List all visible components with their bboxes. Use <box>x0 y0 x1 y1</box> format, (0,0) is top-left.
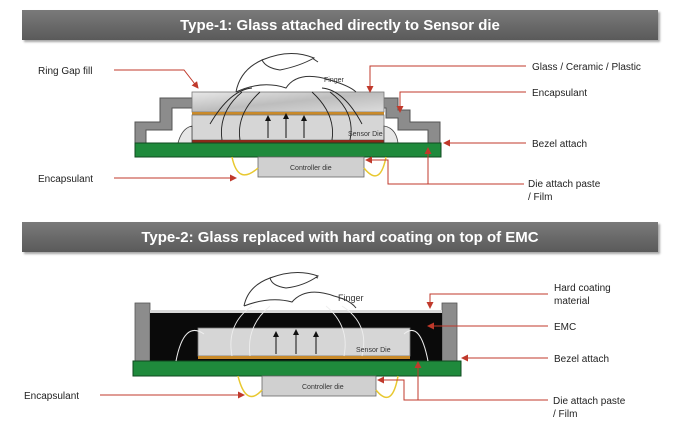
type2-emc-wire-right <box>403 329 429 362</box>
type2-hard-coating <box>150 310 442 313</box>
type1-field-lines <box>209 87 363 141</box>
type2-die-attach <box>198 356 410 359</box>
type2-finger-label: Finger <box>338 293 364 303</box>
type2-emc-wire-left <box>175 329 205 362</box>
type1-encapsulant-right <box>383 125 399 144</box>
type1-glass-label: Glass / Ceramic / Plastic <box>532 62 641 73</box>
type1-bezel-attach-label: Bezel attach <box>532 139 587 150</box>
type1-sensor-die-label: Sensor Die <box>348 131 383 138</box>
type1-die-attach-label-1: Die attach paste <box>528 179 601 190</box>
type2-finger-tip <box>269 272 320 289</box>
type1-diagram: Finger Sensor Die Controller die Ring Ga… <box>38 53 641 203</box>
type2-sensor-die-label: Sensor Die <box>356 347 391 354</box>
type1-title-banner: Type-1: Glass attached directly to Senso… <box>22 10 658 40</box>
type2-hard-coating-label-1: Hard coating <box>554 283 611 294</box>
type1-wire-left <box>231 156 259 176</box>
type1-field-arrows <box>265 113 307 138</box>
type1-glass-arrow <box>366 65 526 93</box>
type1-pcb <box>134 142 442 158</box>
type1-glass <box>191 91 385 113</box>
type1-wire-right <box>363 156 387 177</box>
type1-encapsulant-right-label: Encapsulant <box>532 88 587 99</box>
type1-die-attach-arrow-1 <box>424 147 524 185</box>
type1-sensor-die <box>191 114 385 141</box>
type1-ring-gap-fill-label: Ring Gap fill <box>38 66 92 77</box>
type1-encapsulant-left <box>177 125 193 144</box>
type2-emc-label: EMC <box>554 322 576 333</box>
type1-ring-gap-arrow <box>114 69 199 89</box>
type2-pcb <box>132 360 462 377</box>
type1-die-attach-arrow-2 <box>365 156 524 185</box>
type2-bezel-left <box>134 302 151 362</box>
type1-die-attach-label-2: / Film <box>528 192 552 203</box>
type2-die-attach-label-1: Die attach paste <box>553 396 626 407</box>
type1-title: Type-1: Glass attached directly to Senso… <box>180 16 500 34</box>
type2-controller-die-label: Controller die <box>302 384 344 391</box>
type1-encapsulant-left-label: Encapsulant <box>38 174 93 185</box>
type2-bezel-attach-label: Bezel attach <box>554 354 609 365</box>
type2-sensor-die <box>197 327 411 357</box>
type2-title: Type-2: Glass replaced with hard coating… <box>141 228 539 246</box>
type1-finger-label: Finger <box>324 77 345 84</box>
type2-field-lines <box>230 305 365 357</box>
type2-hard-coating-label-2: material <box>554 296 590 307</box>
type1-encapsulant-right-arrow <box>396 91 526 113</box>
type2-bezel-right <box>441 302 458 362</box>
type2-encapsulant-left-label: Encapsulant <box>24 391 79 402</box>
type2-title-banner: Type-2: Glass replaced with hard coating… <box>22 222 658 252</box>
type2-hard-coating-arrow <box>426 293 548 309</box>
type1-controller-die <box>257 156 365 178</box>
type1-controller-die-label: Controller die <box>290 165 332 172</box>
type2-wire-right <box>375 375 399 399</box>
type2-controller-die <box>261 375 377 397</box>
type2-field-arrows <box>273 329 319 354</box>
type2-die-attach-arrow-2 <box>377 376 548 401</box>
type1-die-attach <box>192 140 384 143</box>
type2-wire-left <box>237 375 263 398</box>
type2-die-attach-label-2: / Film <box>553 409 577 420</box>
type2-diagram: Finger Sensor Die Controller die Hard co… <box>24 272 626 420</box>
type1-finger-tip <box>261 53 316 71</box>
